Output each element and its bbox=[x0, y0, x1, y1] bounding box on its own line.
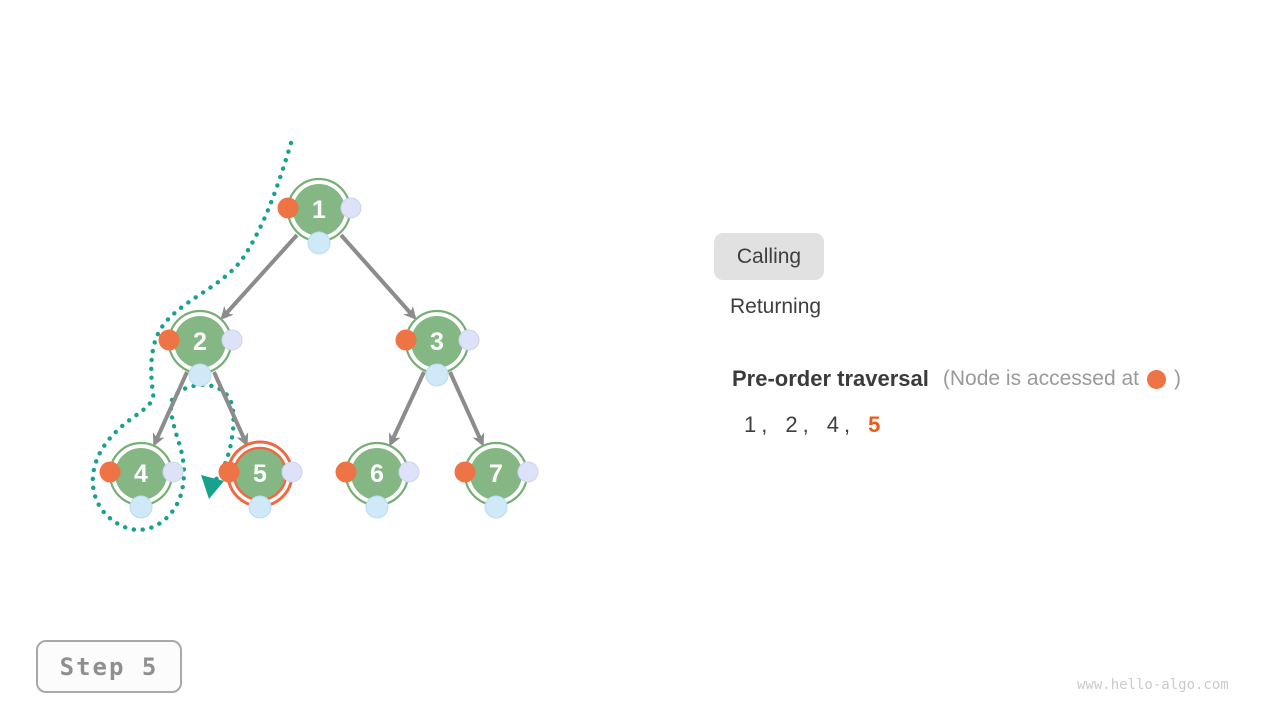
traversal-sequence: 1 , 2 , 4 , 5 bbox=[744, 412, 880, 438]
node-label: 6 bbox=[370, 460, 384, 488]
traversal-heading: Pre-order traversal (Node is accessed at… bbox=[732, 366, 1181, 392]
tree-edges bbox=[152, 233, 485, 447]
traversal-note-prefix: (Node is accessed at bbox=[942, 367, 1139, 390]
mid-marker-dot-icon bbox=[425, 363, 449, 387]
sequence-value: 2 bbox=[785, 412, 798, 437]
sequence-value: 1 bbox=[744, 412, 757, 437]
node-circle bbox=[174, 316, 226, 368]
mid-marker-dot-icon bbox=[248, 495, 272, 519]
return-marker-dot-icon bbox=[398, 461, 420, 483]
mid-marker-dot-icon bbox=[307, 231, 331, 255]
edge-2-4 bbox=[152, 371, 189, 447]
tree-node-5-current: 5 bbox=[218, 440, 303, 519]
legend-returning-label[interactable]: Returning bbox=[730, 295, 822, 318]
node-label: 4 bbox=[134, 460, 148, 488]
return-marker-dot-icon bbox=[458, 329, 480, 351]
traversal-title: Pre-order traversal bbox=[732, 366, 929, 391]
traversal-note-suffix: ) bbox=[1174, 367, 1181, 390]
mid-marker-dot-icon bbox=[484, 495, 508, 519]
binary-tree-diagram: 1 2 3 4 bbox=[90, 140, 539, 532]
sequence-separator: , bbox=[802, 412, 809, 437]
tree-node-2: 2 bbox=[158, 309, 243, 387]
sequence-value-current: 5 bbox=[868, 412, 881, 437]
node-label: 1 bbox=[312, 196, 326, 224]
edge-1-2 bbox=[220, 233, 299, 320]
mid-marker-dot-icon bbox=[365, 495, 389, 519]
return-marker-dot-icon bbox=[162, 461, 184, 483]
node-circle bbox=[293, 184, 345, 236]
return-marker-dot-icon bbox=[517, 461, 539, 483]
node-label: 5 bbox=[253, 460, 267, 488]
mid-marker-dot-icon bbox=[188, 363, 212, 387]
return-marker-dot-icon bbox=[281, 461, 303, 483]
edge-3-7 bbox=[448, 371, 485, 447]
edge-3-6 bbox=[388, 371, 426, 447]
return-marker-dot-icon bbox=[221, 329, 243, 351]
access-marker-dot-icon bbox=[1147, 369, 1166, 389]
node-label: 7 bbox=[489, 460, 503, 488]
tree-node-6: 6 bbox=[335, 441, 420, 519]
tree-node-7: 7 bbox=[454, 441, 539, 519]
call-marker-dot-icon bbox=[218, 461, 240, 483]
node-label: 2 bbox=[193, 328, 207, 356]
call-marker-dot-icon bbox=[454, 461, 476, 483]
traversal-trace-path bbox=[90, 140, 294, 532]
edge-2-5 bbox=[212, 371, 249, 447]
node-circle bbox=[115, 448, 167, 500]
node-circle bbox=[411, 316, 463, 368]
legend-calling-badge[interactable]: Calling bbox=[714, 233, 824, 280]
call-marker-dot-icon bbox=[99, 461, 121, 483]
node-circle bbox=[470, 448, 522, 500]
sequence-separator: , bbox=[761, 412, 768, 437]
step-button[interactable]: Step 5 bbox=[36, 640, 182, 693]
edge-1-3 bbox=[339, 233, 417, 320]
call-marker-dot-icon bbox=[395, 329, 417, 351]
sequence-value: 4 bbox=[826, 412, 839, 437]
tree-node-3: 3 bbox=[395, 309, 480, 387]
node-circle bbox=[351, 448, 403, 500]
node-label: 3 bbox=[430, 328, 444, 356]
call-marker-dot-icon bbox=[277, 197, 299, 219]
traversal-note: (Node is accessed at ) bbox=[943, 367, 1181, 391]
call-marker-dot-icon bbox=[158, 329, 180, 351]
tree-node-1: 1 bbox=[277, 177, 362, 255]
mid-marker-dot-icon bbox=[129, 495, 153, 519]
call-marker-dot-icon bbox=[335, 461, 357, 483]
watermark: www.hello-algo.com bbox=[1077, 677, 1229, 693]
traversal-pointer-icon bbox=[201, 475, 224, 499]
tree-node-4: 4 bbox=[99, 441, 184, 519]
sequence-separator: , bbox=[844, 412, 851, 437]
return-marker-dot-icon bbox=[340, 197, 362, 219]
